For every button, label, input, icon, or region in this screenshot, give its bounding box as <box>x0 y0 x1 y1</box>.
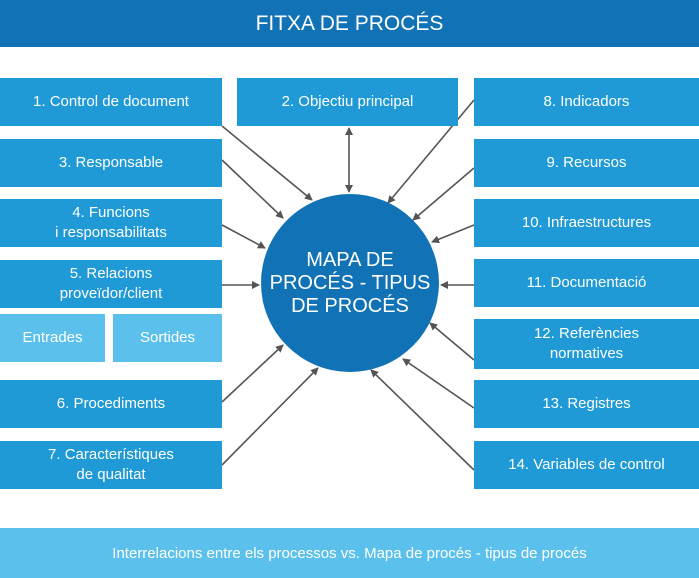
box-indicadors: 8. Indicadors <box>474 78 699 126</box>
arrow-6 <box>221 344 284 403</box>
footer-banner: Interrelacions entre els processos vs. M… <box>0 528 699 578</box>
box-registres: 13. Registres <box>474 380 699 428</box>
box-relacions: 5. Relacions proveïdor/client <box>0 260 222 308</box>
arrow-8 <box>387 99 475 204</box>
arrow-4 <box>221 224 266 249</box>
box-sortides: Sortides <box>113 314 222 362</box>
box-responsable: 3. Responsable <box>0 139 222 187</box>
box-control-document: 1. Control de document <box>0 78 222 126</box>
box-caracteristiques: 7. Característiques de qualitat <box>0 441 222 489</box>
box-recursos: 9. Recursos <box>474 139 699 187</box>
arrow-1 <box>221 125 313 201</box>
box-infraestructures: 10. Infraestructures <box>474 199 699 247</box>
arrow-14 <box>370 369 475 471</box>
arrow-9 <box>412 167 475 221</box>
box-referencies: 12. Referències normatives <box>474 319 699 369</box>
center-circle: MAPA DE PROCÉS - TIPUS DE PROCÉS <box>261 194 439 372</box>
page-title: FITXA DE PROCÉS <box>0 0 699 47</box>
arrow-12 <box>429 322 475 361</box>
box-funcions: 4. Funcions i responsabilitats <box>0 199 222 247</box>
arrow-3 <box>221 159 284 219</box>
arrow-7 <box>221 367 319 466</box>
arrow-13 <box>402 358 475 409</box>
box-entrades: Entrades <box>0 314 105 362</box>
box-variables-control: 14. Variables de control <box>474 441 699 489</box>
box-procediments: 6. Procediments <box>0 380 222 428</box>
box-objectiu-principal: 2. Objectiu principal <box>237 78 458 126</box>
arrow-10 <box>431 224 475 244</box>
box-documentacio: 11. Documentació <box>474 259 699 307</box>
